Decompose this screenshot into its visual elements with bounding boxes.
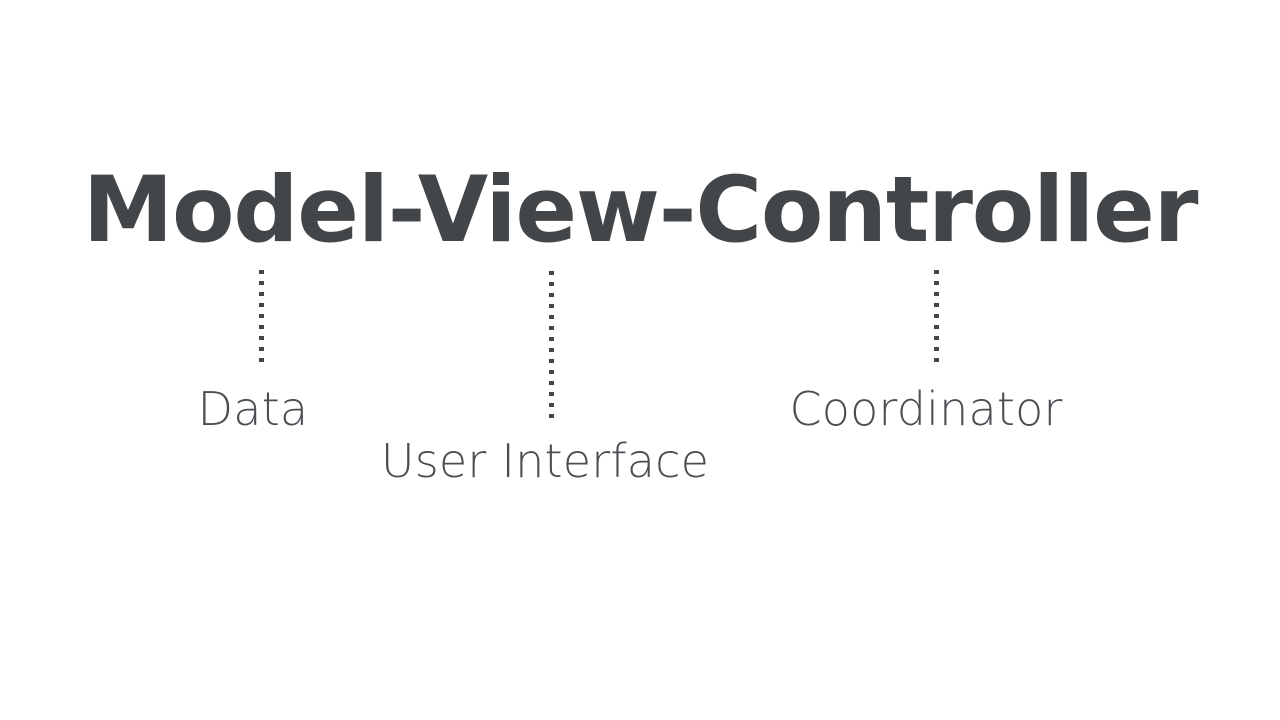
label-view-user-interface: User Interface [380, 434, 710, 488]
vertical-dotted-line-icon-view [549, 271, 554, 419]
label-controller-coordinator: Coordinator [789, 382, 1063, 436]
page-title: Model-View-Controller [82, 158, 1199, 263]
label-model-data: Data [197, 382, 309, 436]
vertical-dotted-line-icon-controller [934, 270, 939, 366]
vertical-dotted-line-icon-model [259, 270, 264, 366]
